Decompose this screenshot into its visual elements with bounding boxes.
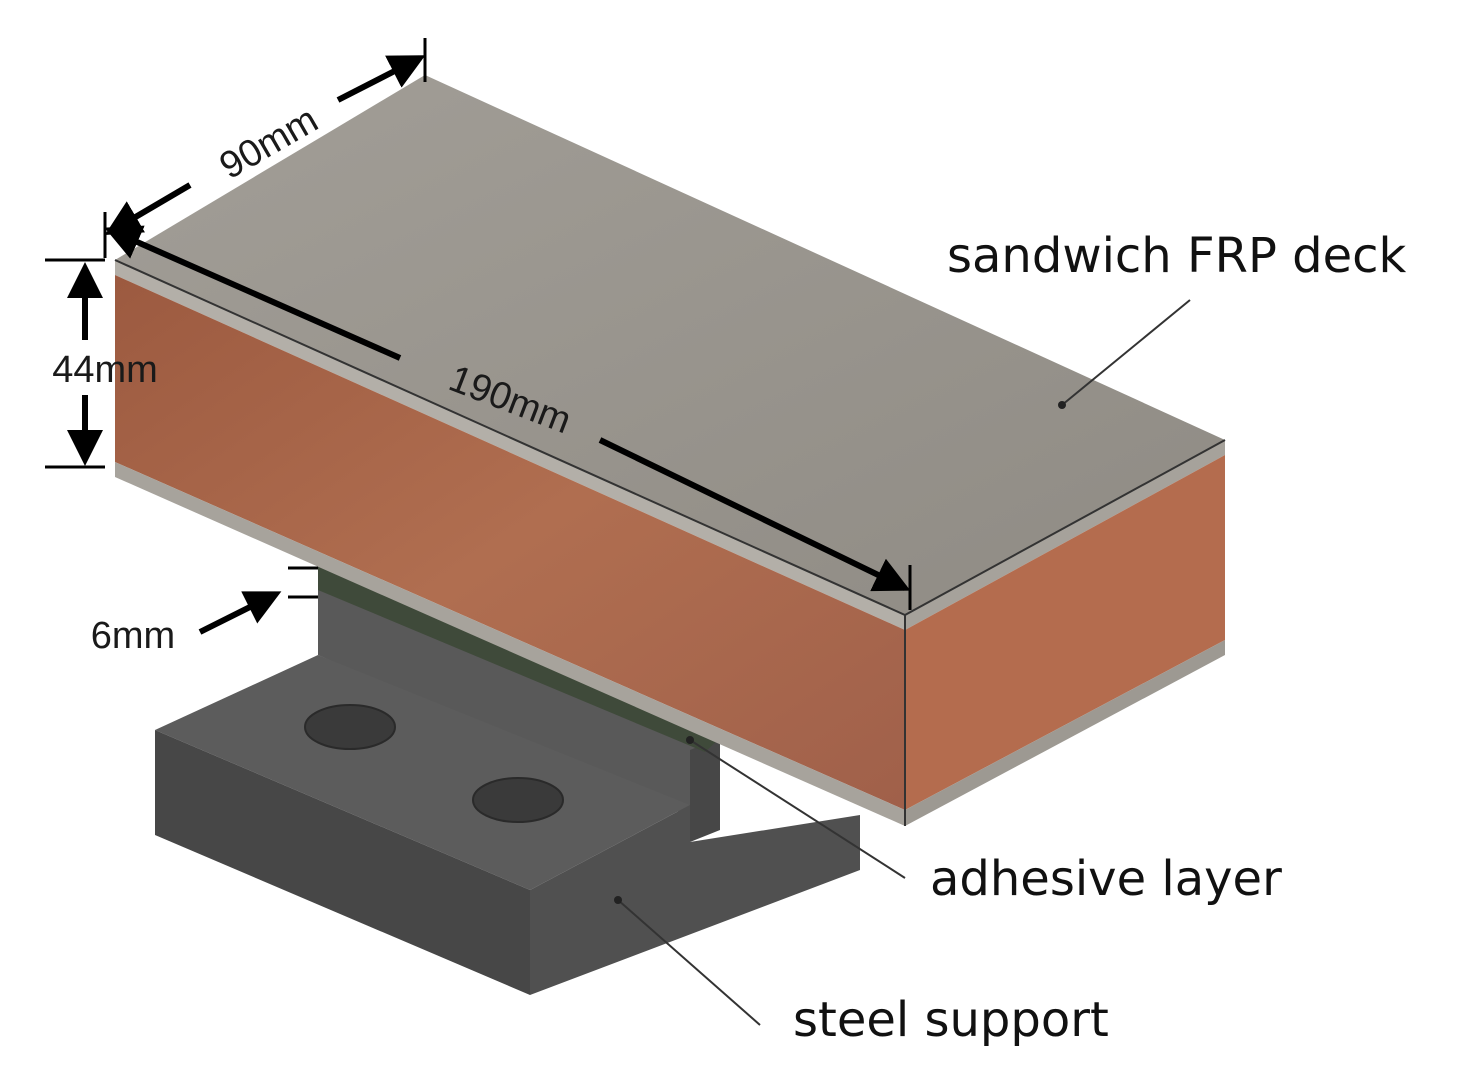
dimension-height-label: 44mm xyxy=(52,349,158,391)
label-steel-support: steel support xyxy=(793,992,1109,1048)
deck-core-front xyxy=(115,275,905,810)
steel-base-front xyxy=(155,730,530,995)
callout-adhesive: adhesive layer xyxy=(686,736,1282,907)
deck-core-side xyxy=(905,455,1225,810)
deck-bottom-skin-side xyxy=(905,640,1225,826)
deck-top-face xyxy=(115,75,1225,615)
dimension-adhesive: 6mm xyxy=(91,566,318,657)
dimension-adhesive-label: 6mm xyxy=(91,615,175,657)
sandwich-deck xyxy=(114,75,1226,826)
steel-base-side xyxy=(530,805,860,995)
bolt-hole-icon xyxy=(472,777,564,823)
callout-support: steel support xyxy=(614,896,1109,1048)
steel-base-top xyxy=(155,655,690,890)
deck-top-skin-side xyxy=(905,440,1225,630)
deck-bottom-skin-front xyxy=(115,462,905,826)
label-sandwich-frp-deck: sandwich FRP deck xyxy=(947,228,1407,284)
bolt-hole-icon xyxy=(304,704,396,750)
dimension-height: 44mm xyxy=(45,258,158,469)
callout-deck: sandwich FRP deck xyxy=(947,228,1407,409)
label-adhesive-layer: adhesive layer xyxy=(930,851,1282,907)
steel-web-side xyxy=(690,738,720,842)
deck-top-skin-front xyxy=(115,260,905,630)
